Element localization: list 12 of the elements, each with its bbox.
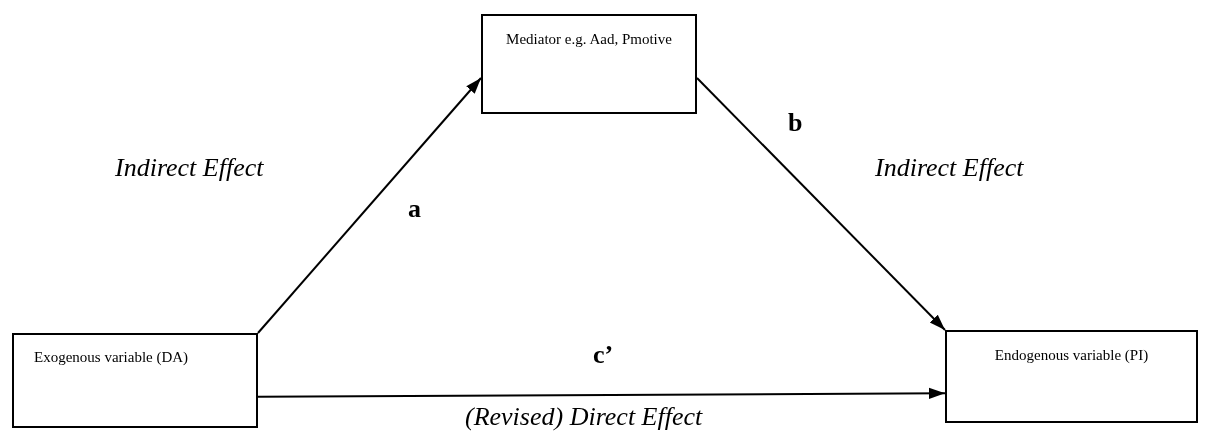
edge-label: a [408,196,421,222]
variable-box: Endogenous variable (PI) [945,330,1198,423]
arrow [257,387,946,399]
arrow [257,77,482,334]
variable-box: Mediator e.g. Aad, Pmotive [481,14,697,114]
effect-label: (Revised) Direct Effect [465,404,703,430]
variable-box: Exogenous variable (DA) [12,333,258,428]
edge-label: b [788,110,803,136]
effect-label: Indirect Effect [115,155,264,181]
effect-label: Indirect Effect [875,155,1024,181]
arrow [696,77,946,331]
edge-label: c’ [593,342,614,368]
